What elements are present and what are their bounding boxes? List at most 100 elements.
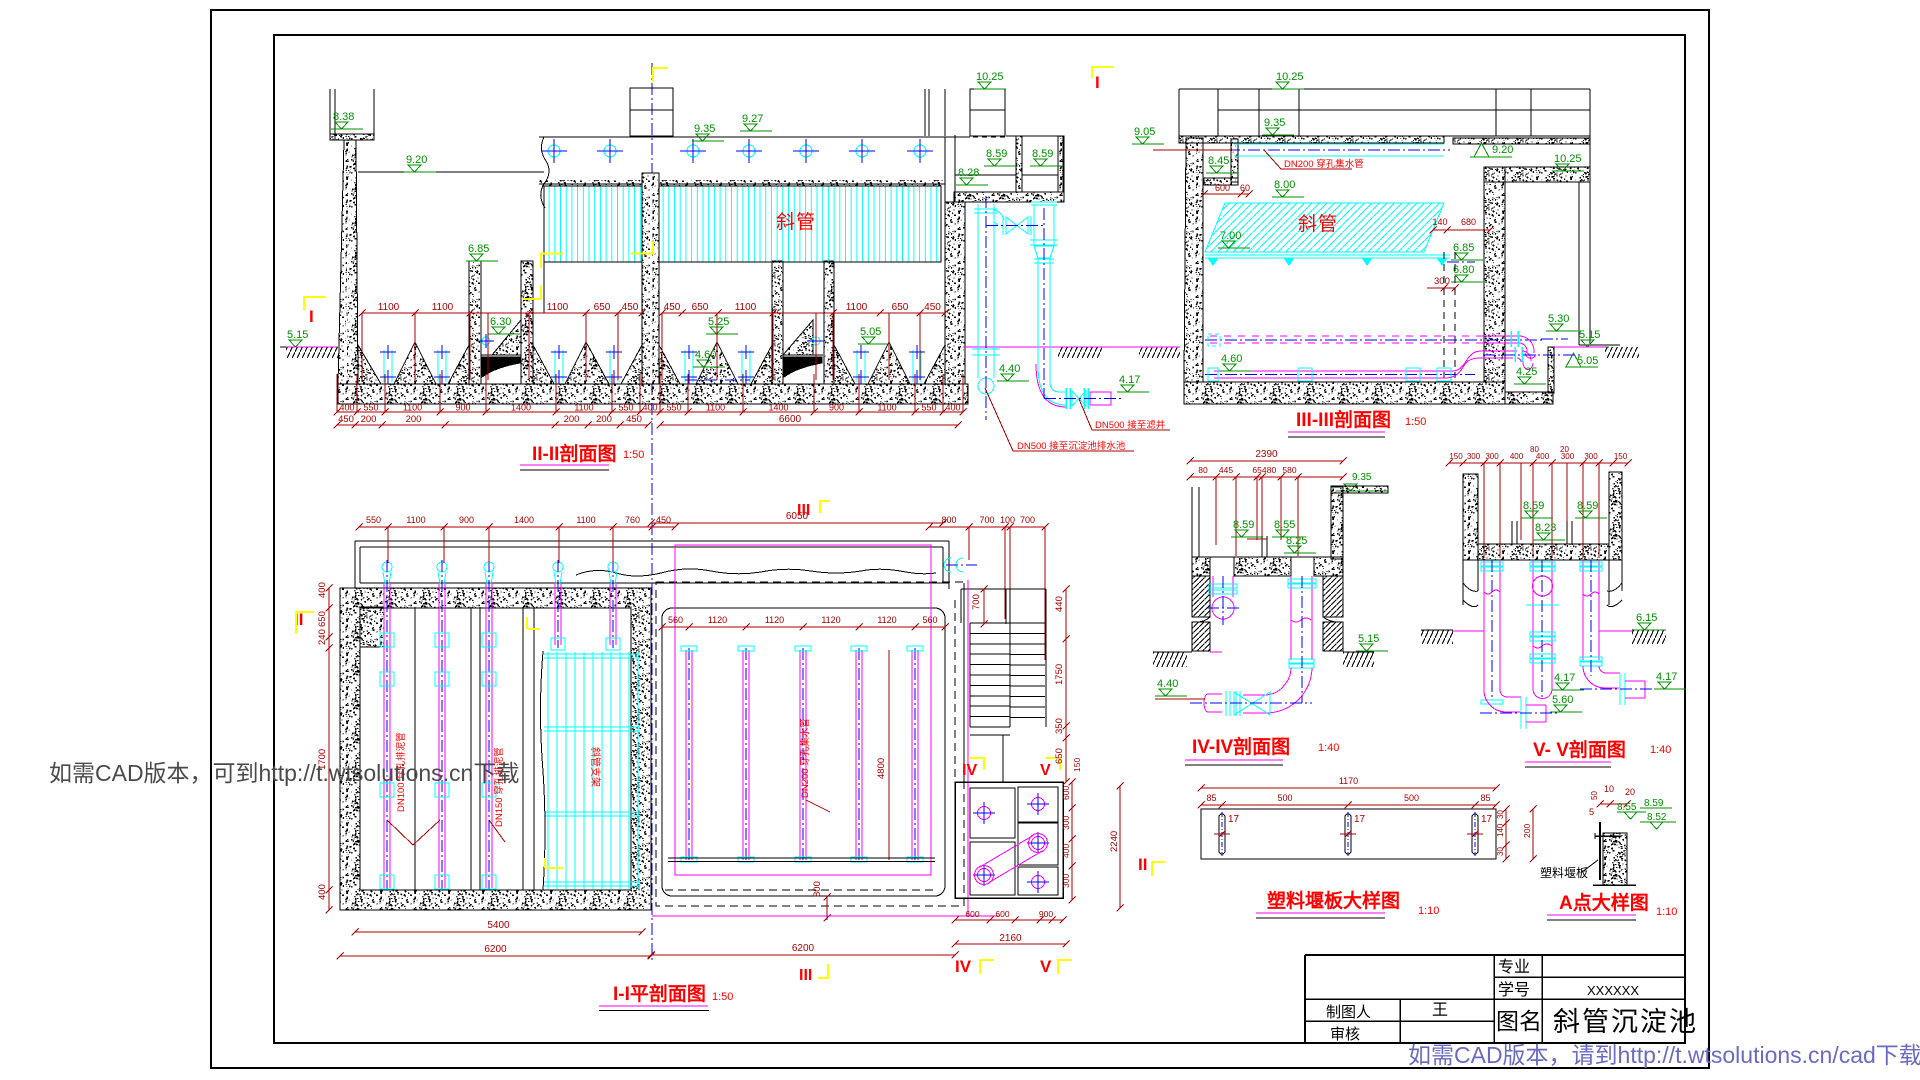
svg-text:I-I平剖面图: I-I平剖面图 bbox=[613, 982, 706, 1005]
svg-text:DN500 接至滤井: DN500 接至滤井 bbox=[1095, 419, 1165, 431]
svg-text:DN150 穿孔排泥管: DN150 穿孔排泥管 bbox=[493, 747, 505, 827]
svg-text:1120: 1120 bbox=[877, 615, 896, 625]
svg-text:30: 30 bbox=[1496, 810, 1505, 819]
svg-text:2160: 2160 bbox=[999, 933, 1022, 944]
svg-text:9.35: 9.35 bbox=[1264, 117, 1285, 129]
svg-text:8.38: 8.38 bbox=[333, 111, 354, 123]
svg-text:1100: 1100 bbox=[877, 403, 896, 413]
svg-text:30: 30 bbox=[1496, 847, 1505, 856]
svg-text:1100: 1100 bbox=[378, 302, 400, 313]
svg-text:500: 500 bbox=[1277, 793, 1292, 803]
svg-text:200: 200 bbox=[406, 414, 422, 425]
svg-text:1:10: 1:10 bbox=[1656, 906, 1677, 918]
svg-text:560: 560 bbox=[668, 615, 683, 625]
svg-text:I: I bbox=[309, 307, 314, 326]
svg-text:1100: 1100 bbox=[576, 515, 595, 525]
svg-text:6200: 6200 bbox=[484, 944, 507, 955]
svg-text:4.17: 4.17 bbox=[1554, 672, 1575, 684]
svg-text:II-II剖面图: II-II剖面图 bbox=[532, 442, 616, 465]
svg-text:8.59: 8.59 bbox=[1523, 500, 1544, 512]
svg-text:III: III bbox=[799, 967, 812, 984]
svg-text:550: 550 bbox=[366, 515, 381, 525]
svg-text:20: 20 bbox=[1560, 445, 1569, 454]
svg-text:10.25: 10.25 bbox=[1276, 71, 1304, 83]
svg-text:4.60: 4.60 bbox=[1221, 353, 1242, 365]
svg-text:600: 600 bbox=[1061, 786, 1071, 800]
svg-text:2240: 2240 bbox=[1109, 831, 1120, 852]
svg-text:900: 900 bbox=[455, 403, 470, 413]
svg-text:6.80: 6.80 bbox=[1453, 264, 1474, 276]
svg-text:140: 140 bbox=[1496, 823, 1505, 837]
svg-text:100: 100 bbox=[1000, 515, 1015, 525]
svg-text:4.17: 4.17 bbox=[1656, 671, 1677, 683]
svg-text:如需CAD版本，请到http://t.wtsolutions: 如需CAD版本，请到http://t.wtsolutions.cn/cad下载 bbox=[1408, 1042, 1920, 1068]
svg-text:塑料堰板: 塑料堰板 bbox=[1540, 865, 1588, 880]
svg-text:8.52: 8.52 bbox=[1647, 812, 1667, 823]
svg-text:5.05: 5.05 bbox=[860, 326, 881, 338]
svg-text:20: 20 bbox=[1625, 787, 1635, 797]
svg-text:654: 654 bbox=[1252, 465, 1266, 475]
svg-text:王: 王 bbox=[1432, 1002, 1448, 1019]
svg-text:300: 300 bbox=[1061, 874, 1071, 888]
svg-text:斜管: 斜管 bbox=[1298, 213, 1338, 235]
svg-text:4.17: 4.17 bbox=[1119, 374, 1140, 386]
svg-text:6.85: 6.85 bbox=[468, 243, 489, 255]
svg-text:17: 17 bbox=[1228, 814, 1240, 825]
svg-text:1400: 1400 bbox=[511, 403, 531, 413]
svg-text:400: 400 bbox=[642, 403, 657, 413]
svg-text:9.20: 9.20 bbox=[1492, 144, 1513, 156]
svg-text:V: V bbox=[1040, 762, 1051, 779]
svg-text:I: I bbox=[1095, 73, 1100, 92]
svg-text:50: 50 bbox=[1590, 791, 1599, 800]
svg-text:塑料堰板大样图: 塑料堰板大样图 bbox=[1267, 889, 1400, 912]
svg-text:8.59: 8.59 bbox=[986, 148, 1007, 160]
svg-text:1120: 1120 bbox=[821, 615, 840, 625]
svg-text:1100: 1100 bbox=[406, 515, 425, 525]
svg-text:1100: 1100 bbox=[547, 302, 569, 313]
svg-text:1400: 1400 bbox=[768, 403, 788, 413]
svg-text:8.25: 8.25 bbox=[1286, 535, 1307, 547]
svg-text:60: 60 bbox=[1240, 183, 1250, 193]
svg-text:10: 10 bbox=[1604, 784, 1614, 794]
svg-text:10.25: 10.25 bbox=[1554, 153, 1582, 165]
svg-text:6200: 6200 bbox=[792, 943, 815, 954]
svg-text:760: 760 bbox=[625, 515, 640, 525]
svg-text:1120: 1120 bbox=[708, 615, 727, 625]
svg-text:斜管: 斜管 bbox=[776, 211, 816, 233]
svg-text:800: 800 bbox=[941, 515, 956, 525]
svg-text:150: 150 bbox=[1614, 452, 1628, 461]
svg-text:600: 600 bbox=[965, 909, 979, 919]
svg-text:800: 800 bbox=[812, 881, 823, 897]
svg-text:1100: 1100 bbox=[432, 302, 454, 313]
svg-text:III-III剖面图: III-III剖面图 bbox=[1296, 408, 1391, 431]
svg-text:制图人: 制图人 bbox=[1326, 1004, 1371, 1021]
svg-text:斜管支架: 斜管支架 bbox=[589, 747, 602, 787]
svg-text:8.59: 8.59 bbox=[1233, 519, 1254, 531]
svg-text:400: 400 bbox=[945, 403, 960, 413]
svg-text:150: 150 bbox=[1072, 758, 1082, 772]
svg-text:5.15: 5.15 bbox=[287, 329, 308, 341]
svg-text:1:50: 1:50 bbox=[1405, 416, 1426, 428]
svg-text:700: 700 bbox=[979, 515, 994, 525]
svg-text:440: 440 bbox=[1054, 596, 1065, 612]
svg-text:680: 680 bbox=[1461, 217, 1476, 227]
svg-text:8.28: 8.28 bbox=[958, 167, 979, 179]
svg-text:500: 500 bbox=[1404, 793, 1419, 803]
svg-text:600: 600 bbox=[995, 909, 1009, 919]
svg-text:17: 17 bbox=[1481, 814, 1493, 825]
svg-text:300: 300 bbox=[1561, 452, 1575, 461]
svg-text:1100: 1100 bbox=[574, 403, 593, 413]
svg-text:600: 600 bbox=[1215, 183, 1230, 193]
svg-text:400: 400 bbox=[1510, 452, 1524, 461]
svg-text:1:50: 1:50 bbox=[623, 449, 644, 461]
svg-text:4.60: 4.60 bbox=[695, 349, 716, 361]
svg-text:2390: 2390 bbox=[1255, 449, 1278, 460]
svg-text:1100: 1100 bbox=[735, 302, 757, 313]
svg-text:1400: 1400 bbox=[514, 515, 534, 525]
svg-text:400: 400 bbox=[317, 582, 328, 598]
svg-text:300: 300 bbox=[1061, 816, 1071, 830]
svg-text:200: 200 bbox=[1522, 824, 1532, 838]
svg-text:5.60: 5.60 bbox=[1552, 694, 1573, 706]
svg-text:1100: 1100 bbox=[403, 403, 422, 413]
svg-text:4.40: 4.40 bbox=[999, 363, 1020, 375]
